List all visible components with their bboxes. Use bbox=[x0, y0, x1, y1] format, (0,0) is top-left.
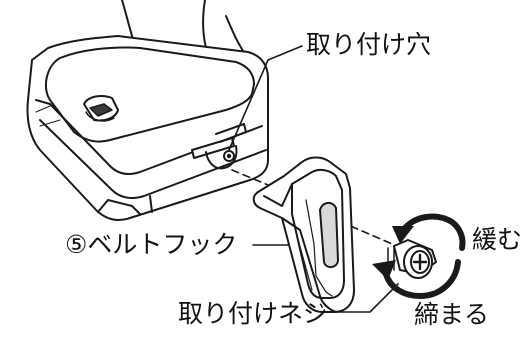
label-belt-hook: ⑤ベルトフック bbox=[65, 230, 238, 259]
tool-body bbox=[26, 0, 269, 221]
label-loosen: 緩む bbox=[472, 225, 523, 254]
mount-screw bbox=[387, 239, 437, 279]
belt-hook bbox=[252, 156, 355, 313]
leader-lines bbox=[228, 45, 399, 313]
rotation-arrows bbox=[372, 213, 466, 299]
label-mount-hole: 取り付け穴 bbox=[306, 30, 432, 59]
label-tighten: 締まる bbox=[414, 300, 490, 329]
label-mount-screw: 取り付けネジ bbox=[178, 299, 329, 328]
